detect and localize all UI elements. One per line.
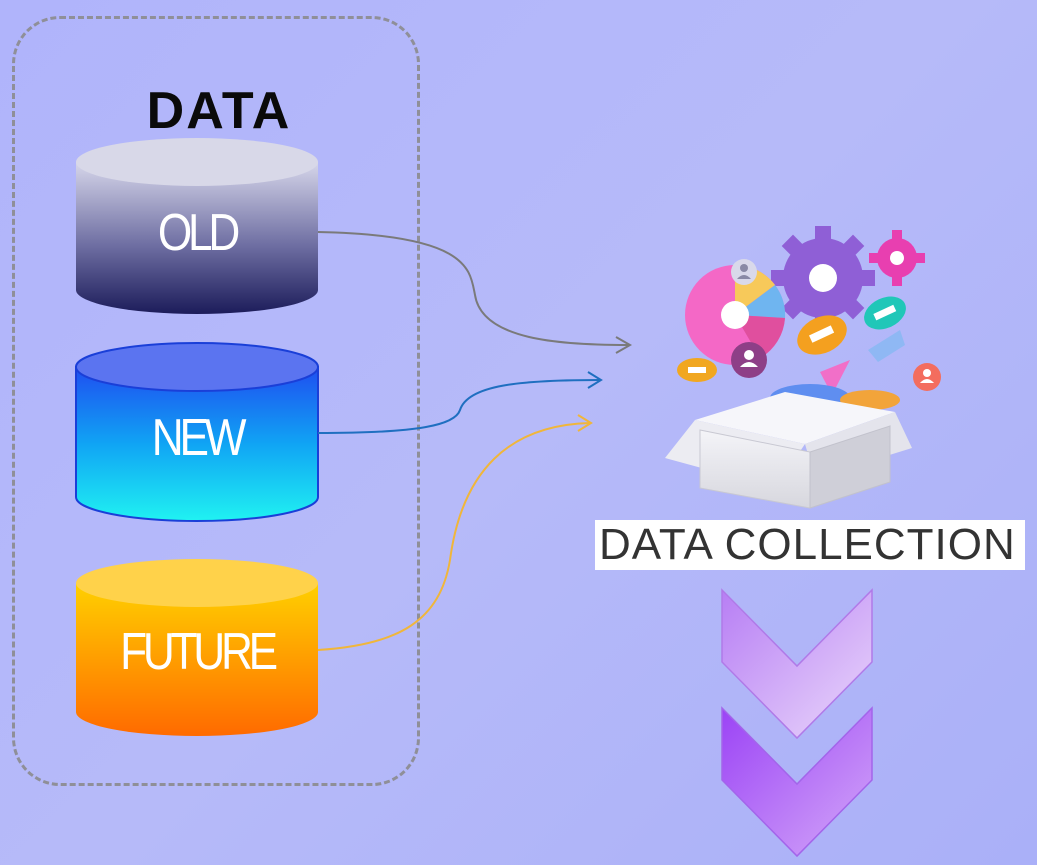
zero-digit-icon [864,296,906,330]
gear-icon [869,230,925,286]
shape-icon [868,330,905,362]
data-collection-label: DATA COLLECTION [595,520,1025,570]
arrowhead-icon [615,336,633,354]
new-to-collection-connector [317,371,603,434]
future-database-cylinder [76,559,318,736]
group-title: DATA [146,82,292,140]
new-label: NEW [151,409,247,467]
user-icon [731,342,767,378]
gear-icon [771,226,875,330]
old-database-cylinder [76,138,318,314]
old-to-collection-connector [317,231,633,354]
arrowhead-icon [577,414,593,432]
future-label: FUTURE [120,623,278,681]
user-icon [913,363,941,391]
pie-chart-icon [685,265,786,365]
zero-digit-icon [677,358,717,382]
zero-digit-icon [797,315,847,355]
down-chevron-icon [721,706,873,858]
old-label: OLD [157,204,240,262]
new-database-cylinder [75,342,319,522]
user-icon [731,259,757,285]
data-sources-group: DATA [12,16,420,786]
arrowhead-icon [587,371,603,389]
future-to-collection-connector [317,414,593,651]
down-chevron-icon [721,588,873,740]
data-box-illustration [665,226,941,509]
